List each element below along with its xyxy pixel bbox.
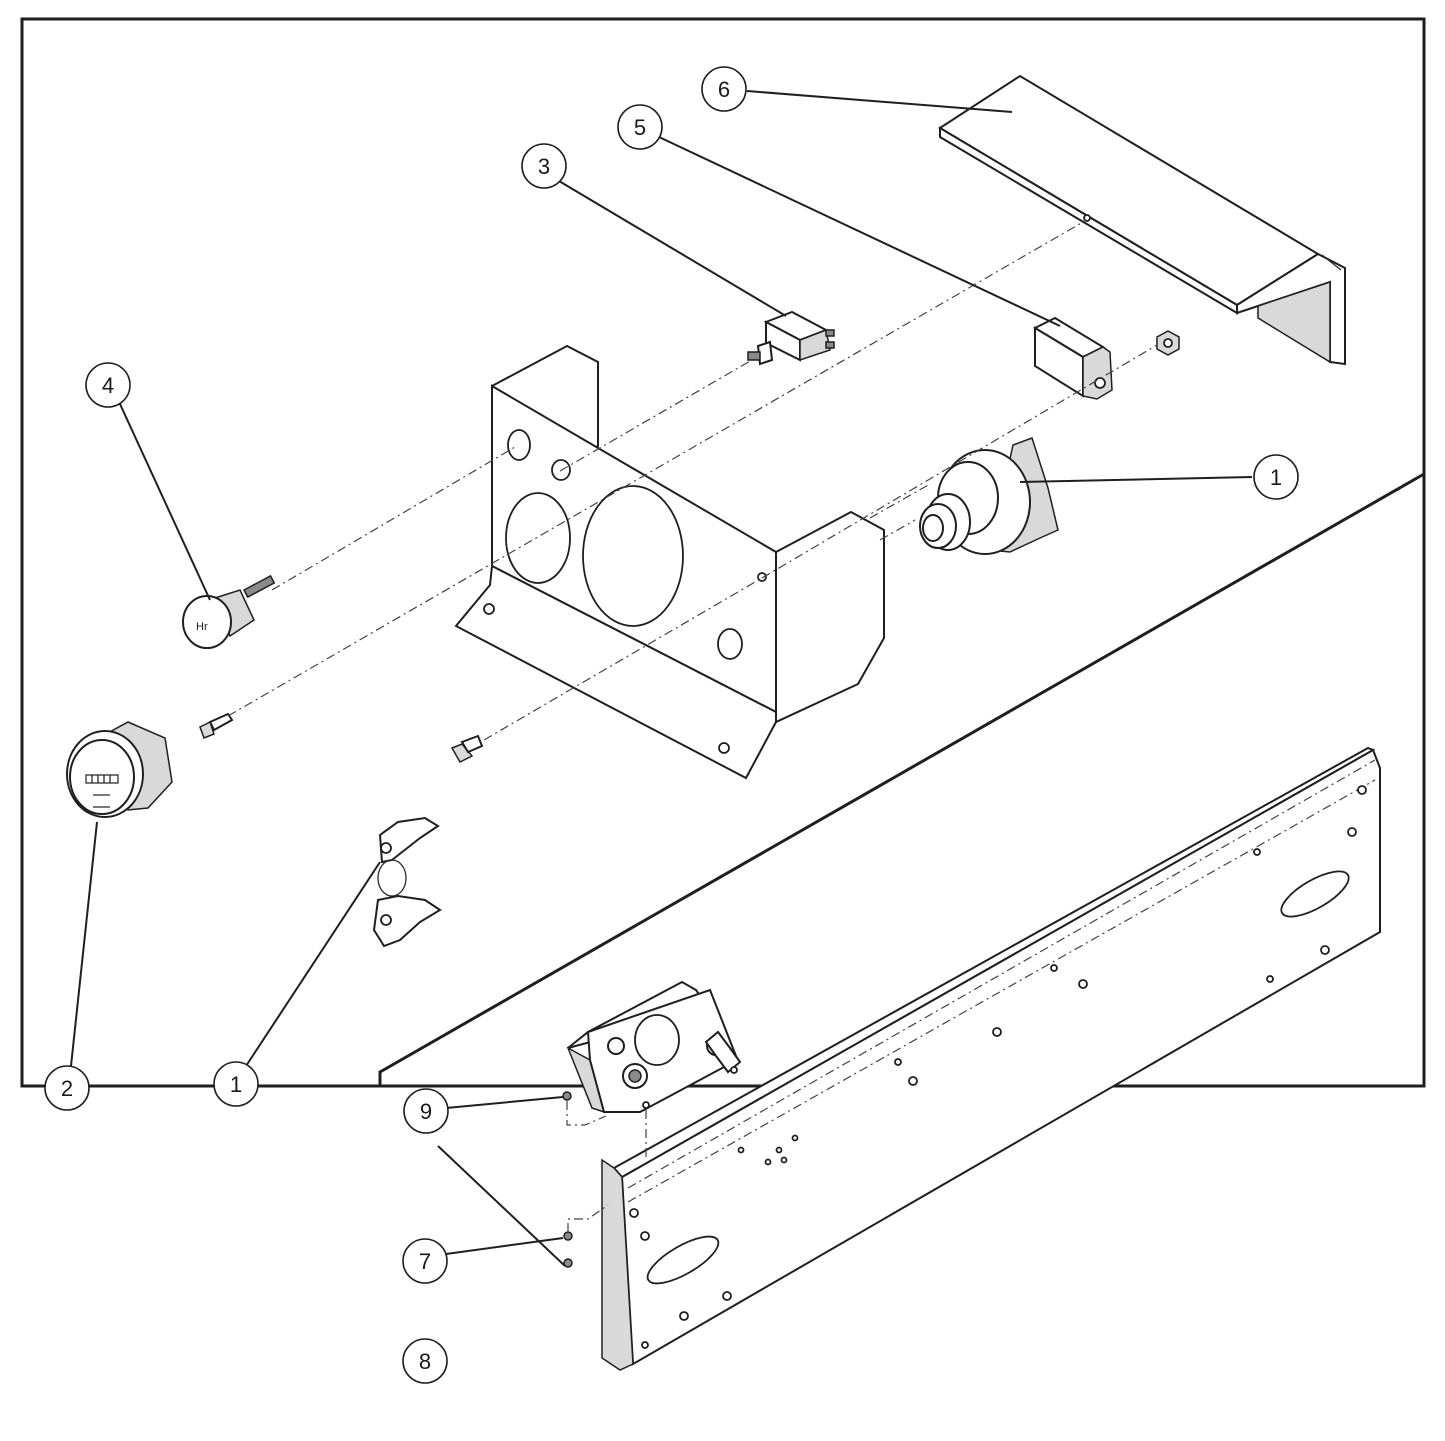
mounting-stud bbox=[199, 712, 234, 739]
relay-bracket bbox=[1032, 316, 1113, 400]
washer bbox=[563, 1231, 573, 1241]
callout-1-ignition: 1 bbox=[1253, 454, 1299, 500]
callout-5: 5 bbox=[617, 104, 663, 150]
svg-text:3: 3 bbox=[538, 154, 550, 179]
svg-text:Hr: Hr bbox=[196, 621, 208, 633]
svg-text:1: 1 bbox=[1270, 465, 1282, 490]
svg-text:2: 2 bbox=[61, 1076, 73, 1101]
callout-4: 4 bbox=[85, 362, 131, 408]
bolt bbox=[450, 734, 484, 763]
callout-1-keys: 1 bbox=[213, 1061, 259, 1107]
callout-7: 7 bbox=[402, 1238, 448, 1284]
hour-meter bbox=[66, 721, 173, 818]
callout-2: 2 bbox=[44, 1065, 90, 1111]
dash-rail bbox=[601, 746, 1381, 1371]
callout-6: 6 bbox=[701, 66, 747, 112]
callout-3: 3 bbox=[521, 143, 567, 189]
mini-dash-bracket bbox=[566, 980, 742, 1114]
detail-assembly-lines bbox=[566, 1101, 647, 1232]
svg-text:8: 8 bbox=[419, 1349, 431, 1374]
hex-nut bbox=[1156, 330, 1180, 356]
svg-text:1: 1 bbox=[230, 1072, 242, 1097]
svg-text:4: 4 bbox=[102, 373, 114, 398]
svg-text:7: 7 bbox=[419, 1249, 431, 1274]
svg-text:6: 6 bbox=[718, 77, 730, 102]
callout-9: 9 bbox=[403, 1088, 449, 1134]
assembly-lines bbox=[227, 221, 1158, 741]
diagram-frame bbox=[20, 17, 1426, 1088]
screw bbox=[562, 1091, 572, 1101]
callout-8: 8 bbox=[402, 1338, 448, 1384]
dash-bracket bbox=[454, 344, 885, 780]
leader-lines bbox=[70, 90, 1253, 1267]
svg-text:5: 5 bbox=[634, 115, 646, 140]
cover-plate bbox=[938, 74, 1346, 366]
detail-view-border bbox=[378, 472, 1425, 1086]
indicator-light: Hr bbox=[182, 574, 276, 649]
svg-text:9: 9 bbox=[420, 1099, 432, 1124]
toggle-switch bbox=[747, 310, 835, 366]
nut bbox=[563, 1258, 573, 1268]
ignition-switch bbox=[919, 437, 1059, 555]
ignition-keys bbox=[372, 816, 442, 948]
